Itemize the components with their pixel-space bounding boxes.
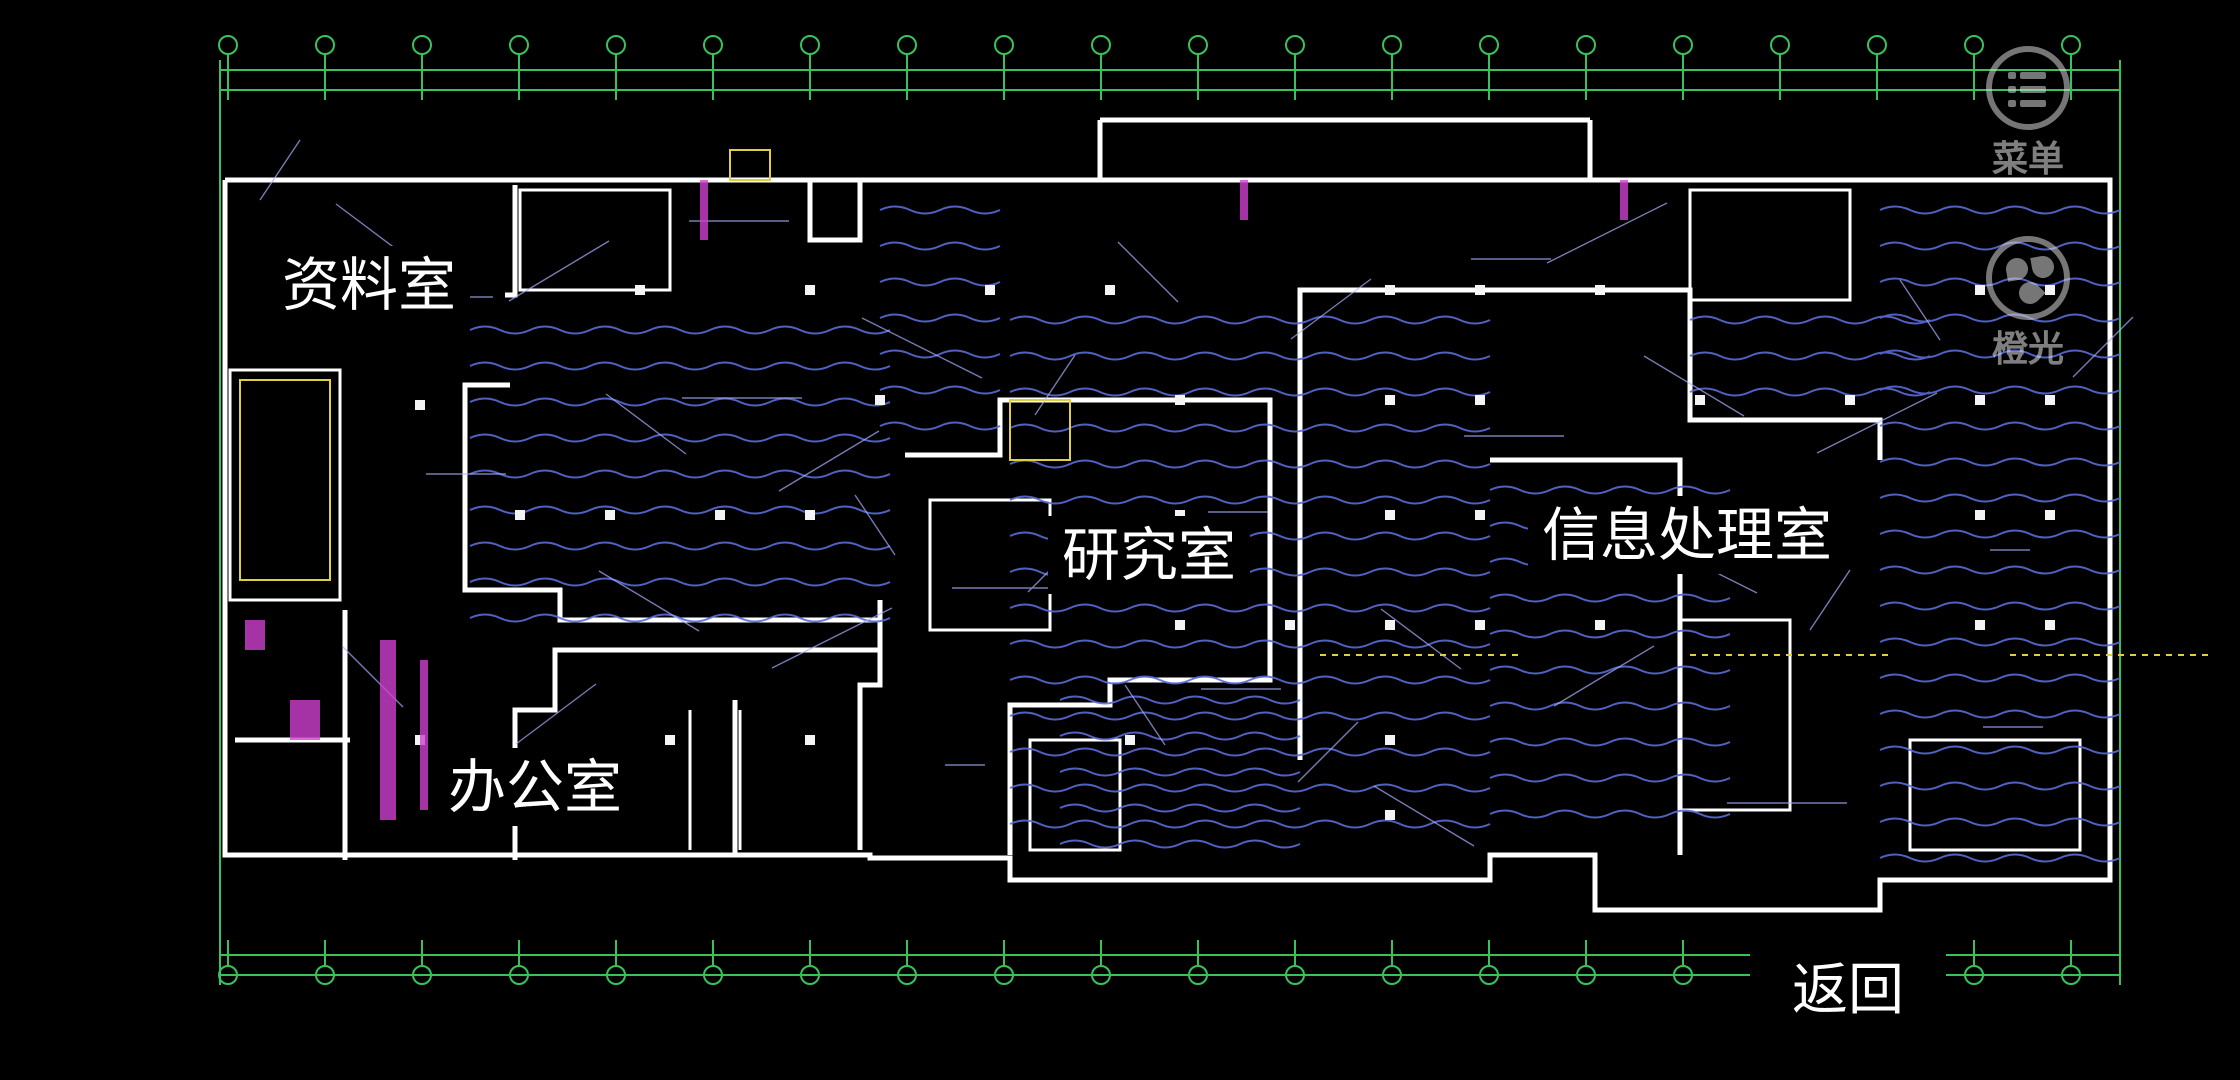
magenta-markings [245,180,1628,820]
room-label-archive[interactable]: 资料室 [268,246,471,324]
room-label-info-processing[interactable]: 信息处理室 [1528,496,1847,574]
orange-light-button[interactable]: 橙光 [1958,236,2098,370]
orange-light-logo-icon [1986,236,2070,320]
room-label-research[interactable]: 研究室 [1048,516,1251,594]
axis-markers [218,35,2081,985]
yellow-markings [239,149,2210,656]
back-button[interactable]: 返回 [1750,930,1946,1040]
menu-button[interactable]: 菜单 [1958,46,2098,180]
menu-label: 菜单 [1991,139,2064,180]
room-label-office[interactable]: 办公室 [434,748,637,826]
grid-axes [219,60,2121,985]
orange-light-label: 橙光 [1991,329,2064,370]
list-circle-icon [1986,46,2070,130]
